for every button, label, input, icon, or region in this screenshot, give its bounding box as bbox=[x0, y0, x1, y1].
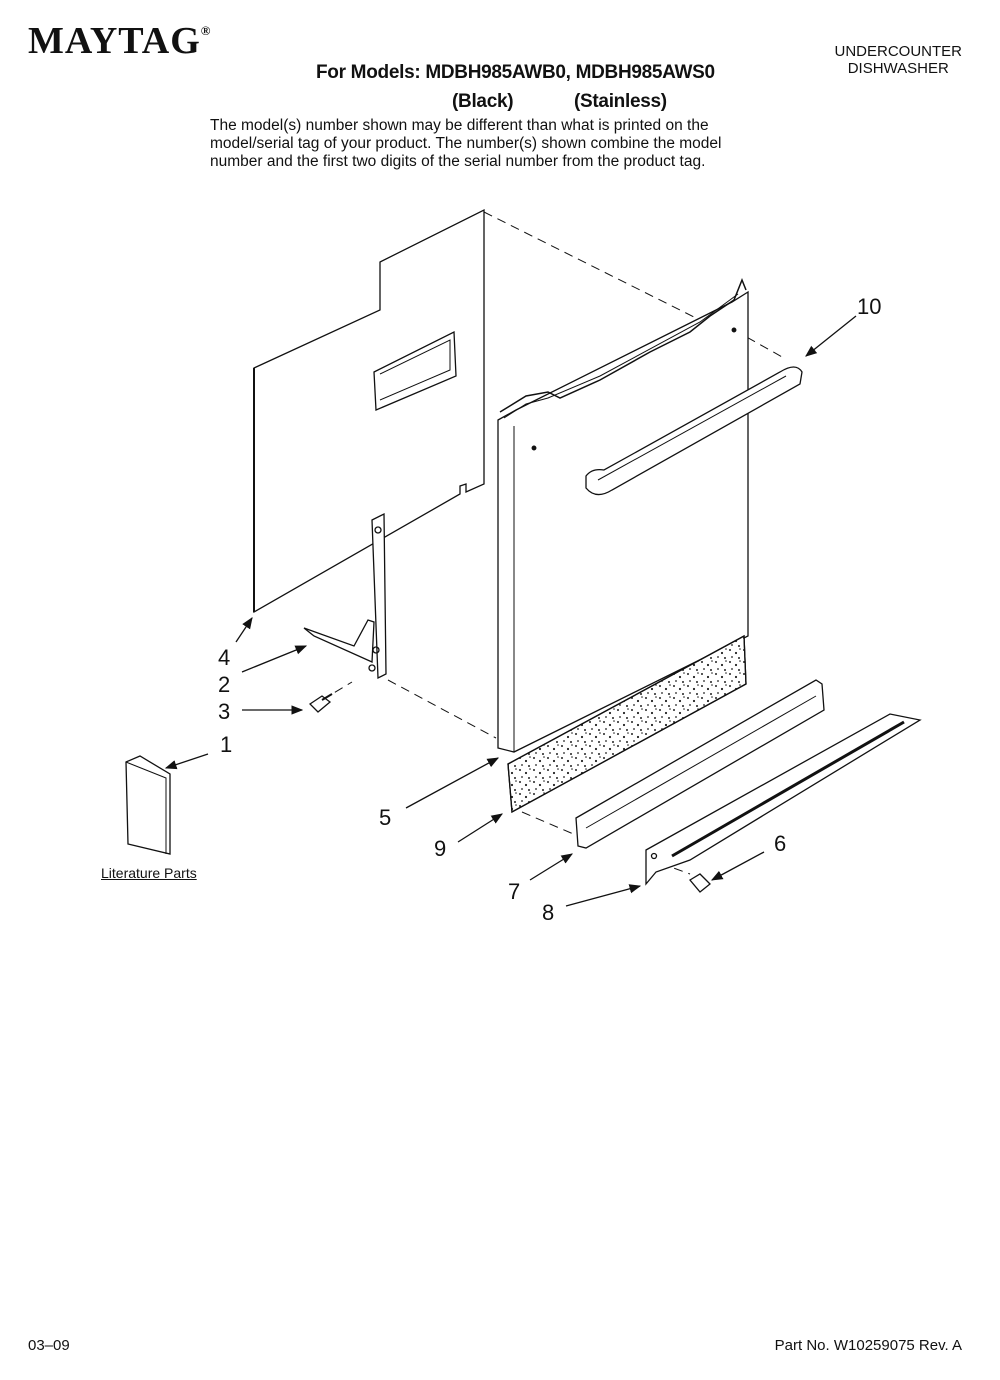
bracket-part-2 bbox=[303, 512, 387, 680]
document-type: UNDERCOUNTER DISHWASHER bbox=[835, 43, 963, 77]
literature-parts-label: Literature Parts bbox=[101, 865, 197, 881]
variant-black: (Black) bbox=[452, 91, 514, 112]
callout-9: 9 bbox=[434, 836, 447, 861]
literature-part-1 bbox=[125, 755, 171, 855]
model-note-line-3: number and the first two digits of the s… bbox=[210, 153, 706, 170]
kick-plate-part-7 bbox=[575, 679, 825, 849]
leader-arrows bbox=[164, 315, 857, 907]
registered-mark: ® bbox=[200, 23, 212, 38]
callout-7: 7 bbox=[508, 879, 521, 904]
callout-8: 8 bbox=[542, 900, 555, 925]
model-note: The model(s) number shown may be differe… bbox=[210, 117, 810, 171]
lower-bracket-part-8 bbox=[645, 713, 922, 886]
brand-logo: MAYTAG® bbox=[28, 22, 212, 60]
callout-6: 6 bbox=[774, 831, 787, 856]
variant-stainless: (Stainless) bbox=[574, 91, 667, 112]
model-note-line-2: model/serial tag of your product. The nu… bbox=[210, 135, 722, 152]
doc-type-line-2: DISHWASHER bbox=[847, 60, 949, 77]
handle-part-10 bbox=[585, 366, 803, 496]
screw-part-3 bbox=[308, 693, 333, 713]
callout-10: 10 bbox=[857, 294, 882, 319]
callout-3: 3 bbox=[218, 699, 231, 724]
brand-name: MAYTAG bbox=[28, 20, 201, 62]
models-title: For Models: MDBH985AWB0, MDBH985AWS0 bbox=[316, 62, 715, 83]
footer-date: 03–09 bbox=[28, 1337, 70, 1354]
screw-part-6 bbox=[689, 873, 711, 893]
doc-type-line-1: UNDERCOUNTER bbox=[834, 43, 963, 60]
toe-panel-part-9 bbox=[507, 634, 747, 814]
model-note-line-1: The model(s) number shown may be differe… bbox=[210, 117, 709, 134]
footer-part-number: Part No. W10259075 Rev. A bbox=[774, 1337, 962, 1354]
callout-2: 2 bbox=[218, 672, 231, 697]
callout-4: 4 bbox=[218, 645, 231, 670]
door-part-5 bbox=[497, 277, 749, 753]
callout-1: 1 bbox=[220, 732, 233, 757]
callout-5: 5 bbox=[379, 805, 392, 830]
side-panel-part-4 bbox=[253, 208, 485, 614]
